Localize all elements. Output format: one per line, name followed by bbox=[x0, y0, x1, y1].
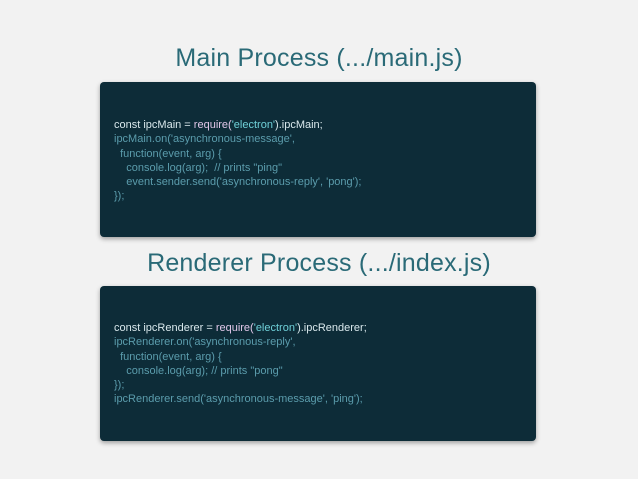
renderer-process-code-block: const ipcRenderer = require('electron').… bbox=[100, 286, 536, 441]
renderer-process-title: Renderer Process (.../index.js) bbox=[147, 249, 491, 277]
code-line: console.log(arg); // prints "ping" bbox=[114, 161, 282, 174]
main-process-code-block: const ipcMain = require('electron').ipcM… bbox=[100, 82, 536, 237]
code-line: }); bbox=[114, 379, 125, 392]
code-token: const ipcMain = bbox=[114, 119, 194, 131]
code-token: ).ipcMain; bbox=[275, 119, 323, 131]
code-string: 'electron' bbox=[253, 322, 298, 334]
code-token: ).ipcRenderer; bbox=[297, 322, 367, 334]
code-line: function(event, arg) { bbox=[114, 350, 222, 363]
main-process-title: Main Process (.../main.js) bbox=[175, 44, 463, 72]
code-token: require( bbox=[193, 119, 232, 131]
code-line: ipcRenderer.on('asynchronous-reply', bbox=[114, 336, 296, 349]
code-line: ipcRenderer.send('asynchronous-message',… bbox=[114, 393, 363, 406]
code-token: require( bbox=[215, 322, 254, 334]
code-token: const ipcRenderer = bbox=[114, 322, 216, 334]
code-line: event.sender.send('asynchronous-reply', … bbox=[114, 176, 362, 189]
code-line: function(event, arg) { bbox=[114, 147, 222, 160]
code-string: 'electron' bbox=[231, 119, 276, 131]
code-line: const ipcMain = require('electron').ipcM… bbox=[114, 118, 536, 132]
code-line: const ipcRenderer = require('electron').… bbox=[114, 321, 536, 335]
code-line: }); bbox=[114, 190, 125, 203]
code-line: ipcMain.on('asynchronous-message', bbox=[114, 133, 295, 146]
code-line: console.log(arg); // prints "pong" bbox=[114, 364, 283, 377]
